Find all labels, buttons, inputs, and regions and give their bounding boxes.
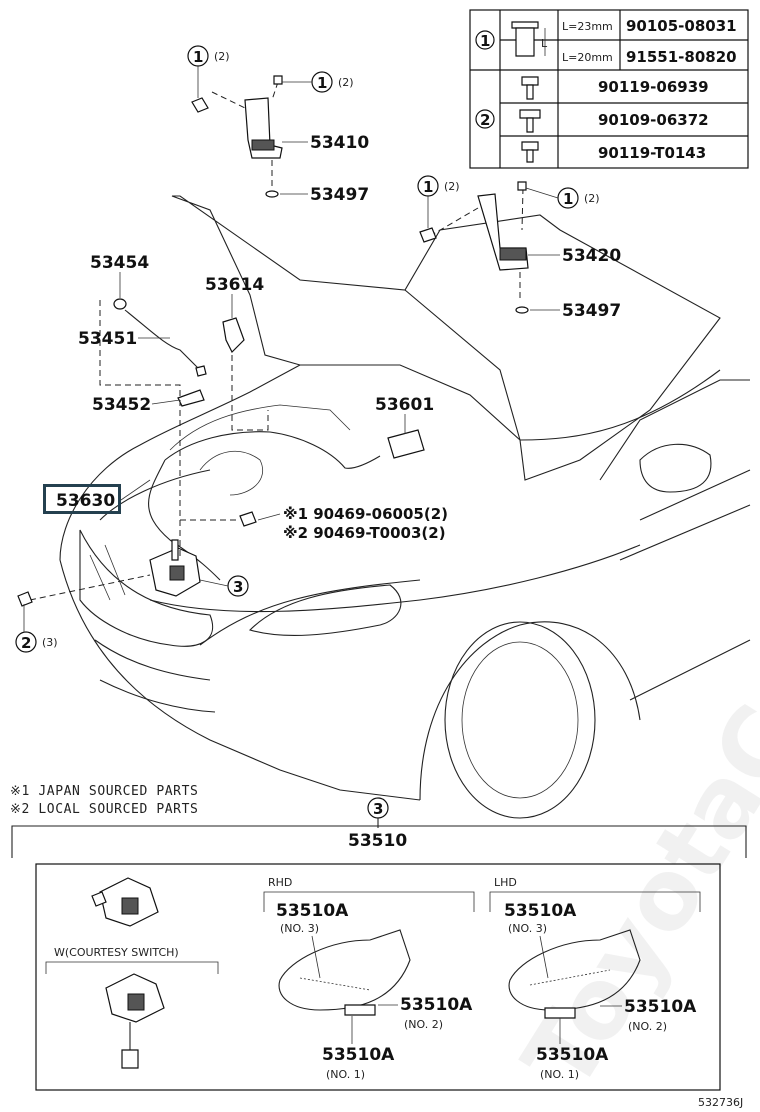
label-53510: 53510 bbox=[348, 831, 407, 851]
svg-text:(NO. 2): (NO. 2) bbox=[628, 1020, 667, 1033]
svg-text:1: 1 bbox=[563, 190, 573, 208]
legend-dim-label: L bbox=[541, 37, 548, 50]
svg-text:(NO. 3): (NO. 3) bbox=[280, 922, 319, 935]
label-53410: 53410 bbox=[310, 133, 369, 153]
lhd-label-53510A-no1: 53510A bbox=[536, 1045, 609, 1065]
rhd-label-53510A-no1: 53510A bbox=[322, 1045, 395, 1065]
label-53630: 53630 bbox=[56, 491, 115, 511]
svg-text:1: 1 bbox=[423, 178, 433, 196]
callout-3-lock: 3 bbox=[199, 575, 249, 597]
svg-text:(2): (2) bbox=[338, 76, 354, 89]
part-labels: 53410 53497 53420 53497 53454 53614 5345… bbox=[56, 133, 621, 542]
dashed-guides bbox=[99, 300, 269, 560]
label-53454: 53454 bbox=[90, 253, 149, 273]
washer-53497-top bbox=[265, 190, 279, 198]
clip-53614 bbox=[222, 317, 245, 354]
svg-text:(NO. 1): (NO. 1) bbox=[540, 1068, 579, 1081]
note-japan-sourced: ※1 JAPAN SOURCED PARTS bbox=[10, 784, 198, 799]
label-53420: 53420 bbox=[562, 246, 621, 266]
fastener-legend-table: 1 L L=23mm L=20mm 90105-08031 91551-8082… bbox=[469, 9, 749, 169]
detail-symbol-3: 3 bbox=[373, 800, 383, 818]
legend-symbol-2-text: 2 bbox=[480, 111, 490, 129]
detail-section-3: 3 53510 W(COURTESY SWITCH) RHD 53510A (N… bbox=[11, 797, 747, 1091]
svg-text:(NO. 1): (NO. 1) bbox=[326, 1068, 365, 1081]
svg-text:(2): (2) bbox=[444, 180, 460, 193]
callout-2-front: 2 (3) bbox=[15, 604, 58, 653]
hood-hinge-53420 bbox=[419, 181, 529, 314]
washer-53497-bottom bbox=[515, 306, 529, 314]
clip-nut-icon bbox=[511, 21, 546, 57]
label-rhd: RHD bbox=[268, 876, 292, 889]
label-53497-top: 53497 bbox=[310, 185, 369, 205]
label-courtesy-switch: W(COURTESY SWITCH) bbox=[54, 946, 179, 959]
hood-lock-drawing bbox=[91, 877, 159, 927]
lhd-detail: LHD 53510A (NO. 3) 53510A (NO. 2) 53510A… bbox=[489, 876, 701, 1081]
svg-text:3: 3 bbox=[233, 578, 243, 596]
rhd-label-53510A-no3: 53510A bbox=[276, 901, 349, 921]
svg-text:(3): (3) bbox=[42, 636, 58, 649]
legend-symbol-1-text: 1 bbox=[480, 32, 490, 50]
svg-text:(2): (2) bbox=[214, 50, 230, 63]
legend-length-1: L=23mm bbox=[562, 20, 613, 33]
svg-text:(NO. 2): (NO. 2) bbox=[404, 1018, 443, 1031]
callout-1-top-left: 1 (2) bbox=[187, 45, 230, 98]
rhd-label-53510A-no2: 53510A bbox=[400, 995, 473, 1015]
legend-part-91551-80820: 91551-80820 bbox=[626, 48, 737, 66]
lhd-label-53510A-no2: 53510A bbox=[624, 997, 697, 1017]
callout-1-mid-left: 1 (2) bbox=[417, 175, 460, 228]
label-53497-bottom: 53497 bbox=[562, 301, 621, 321]
bolt-icon bbox=[519, 76, 541, 163]
highlight-53630 bbox=[43, 484, 121, 514]
legend-part-90105-08031: 90105-08031 bbox=[626, 17, 737, 35]
rhd-detail: RHD 53510A (NO. 3) 53510A (NO. 2) 53510A… bbox=[263, 876, 475, 1081]
label-lhd: LHD bbox=[494, 876, 517, 889]
legend-part-90119-06939: 90119-06939 bbox=[598, 78, 709, 96]
legend-length-2: L=20mm bbox=[562, 51, 613, 64]
figure-id: 532736J bbox=[698, 1096, 743, 1109]
svg-text:(NO. 3): (NO. 3) bbox=[508, 922, 547, 935]
label-90469-T0003: ※2 90469-T0003(2) bbox=[283, 524, 446, 542]
hood-release-cable bbox=[113, 298, 425, 581]
label-53451: 53451 bbox=[78, 329, 137, 349]
watermark: ToyotaCarMine.ru bbox=[502, 240, 760, 1109]
hood-lock-assy bbox=[17, 539, 201, 607]
svg-text:1: 1 bbox=[193, 48, 203, 66]
legend-part-90109-06372: 90109-06372 bbox=[598, 111, 709, 129]
grommet-53454 bbox=[113, 298, 127, 310]
svg-text:2: 2 bbox=[21, 634, 31, 652]
svg-text:1: 1 bbox=[317, 74, 327, 92]
label-53614: 53614 bbox=[205, 275, 264, 295]
label-53452: 53452 bbox=[92, 395, 151, 415]
lhd-label-53510A-no3: 53510A bbox=[504, 901, 577, 921]
hood-hinge-53410 bbox=[191, 75, 283, 198]
callout-1-mid-right: 1 (2) bbox=[525, 187, 600, 209]
clamp-53452 bbox=[177, 389, 205, 407]
clamp-90469 bbox=[239, 511, 257, 527]
vehicle-line-art bbox=[59, 195, 751, 819]
note-local-sourced: ※2 LOCAL SOURCED PARTS bbox=[10, 802, 198, 817]
callout-1-top-right: 1 (2) bbox=[282, 71, 354, 93]
legend-symbol-2 bbox=[475, 109, 495, 129]
hood-lock-courtesy-switch-drawing bbox=[105, 973, 165, 1069]
label-53601: 53601 bbox=[375, 395, 434, 415]
legend-symbol-1 bbox=[475, 30, 495, 50]
svg-text:(2): (2) bbox=[584, 192, 600, 205]
legend-part-90119-T0143: 90119-T0143 bbox=[598, 144, 706, 162]
label-90469-06005: ※1 90469-06005(2) bbox=[283, 505, 448, 523]
hood-lock-release-53601 bbox=[387, 429, 425, 459]
